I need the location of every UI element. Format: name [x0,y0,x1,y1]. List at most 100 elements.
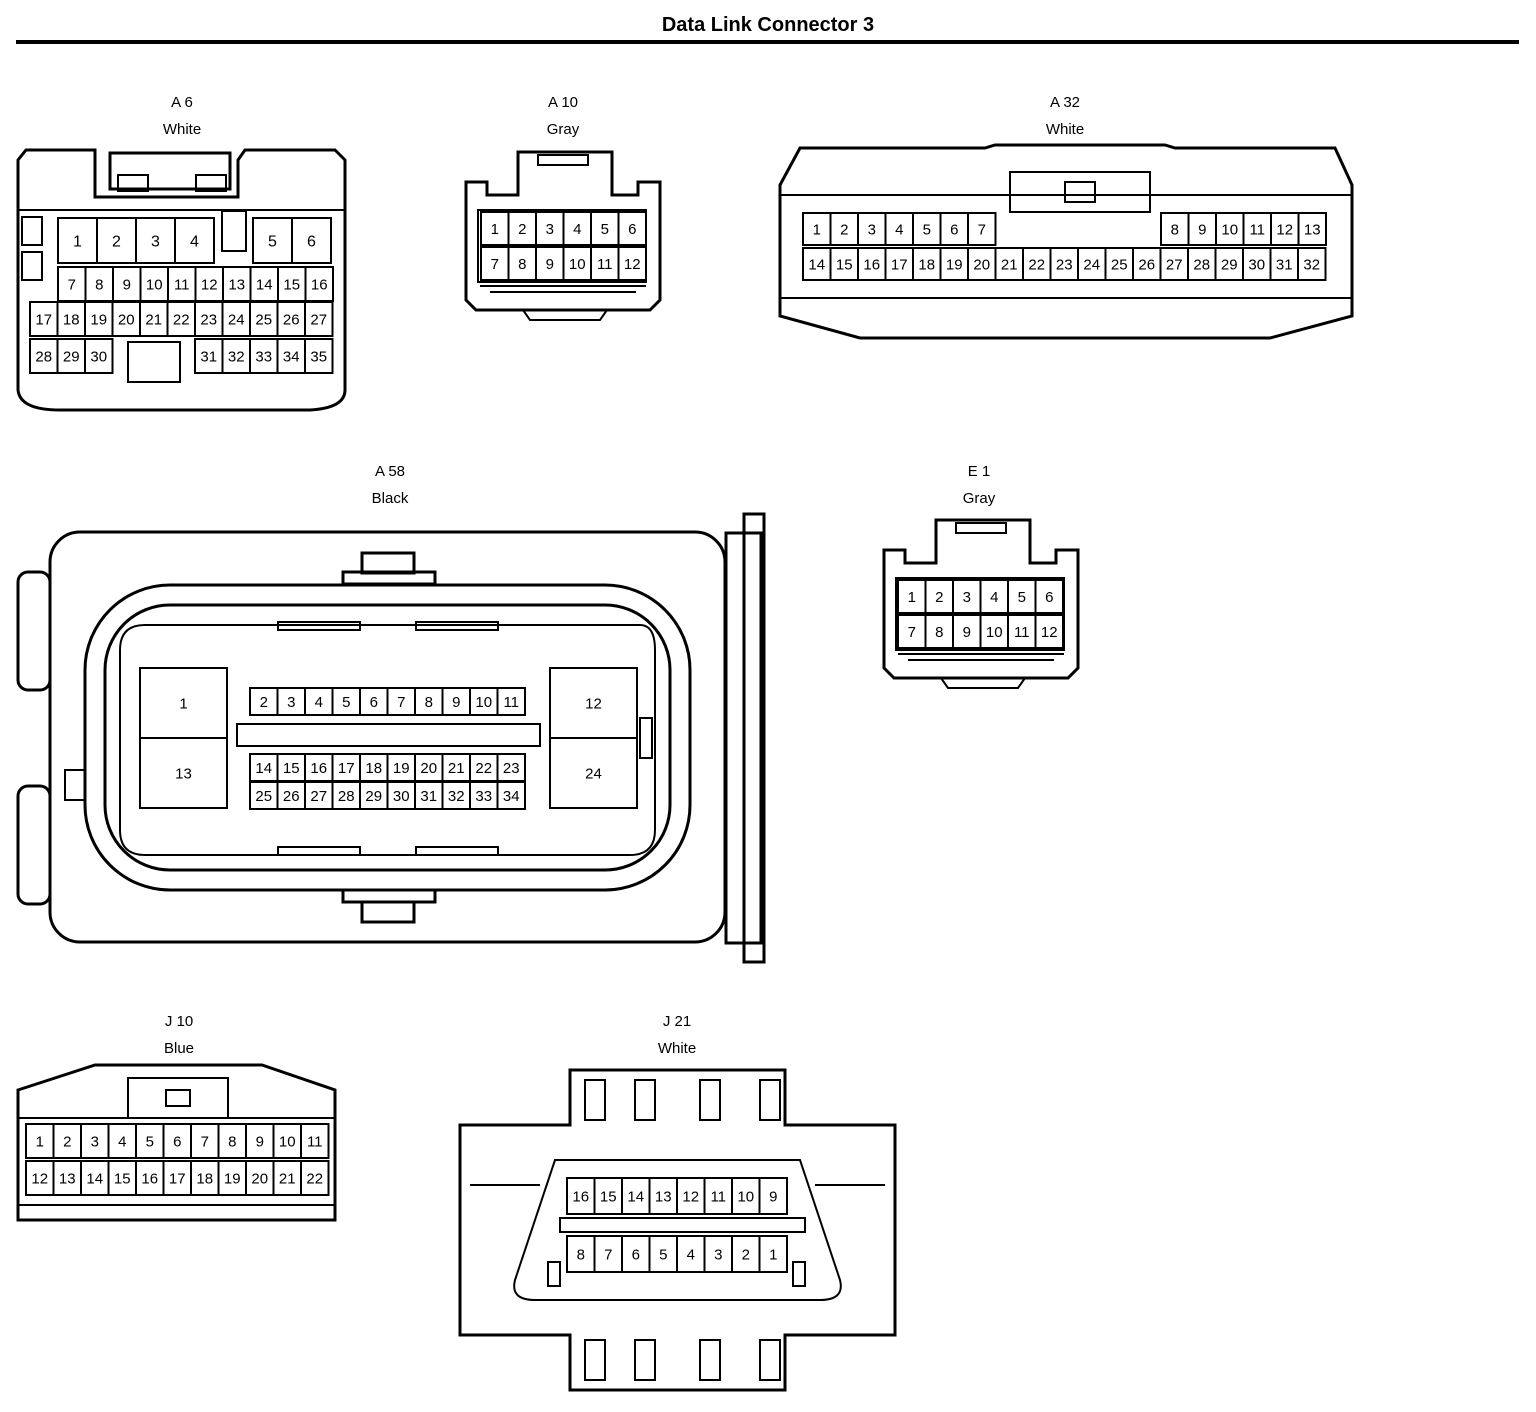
pin-number: 2 [518,221,526,238]
connector-color: White [1045,121,1085,138]
title-rule [16,40,1519,44]
pin-number: 15 [836,256,853,273]
pin-number: 24 [1083,256,1100,273]
pin-cell [758,1177,788,1215]
pin-number: 12 [201,276,218,293]
pin-number: 5 [268,233,277,250]
pin-number: 4 [573,221,581,238]
pin-number: 27 [310,788,327,805]
pin-number: 9 [546,256,554,273]
pin-number: 5 [342,694,350,711]
pin-number: 5 [659,1246,667,1263]
pin-number: 13 [228,276,245,293]
pin-number: 14 [808,256,825,273]
pin-number: 3 [546,221,554,238]
pin-cell [174,217,215,264]
pin-number: 20 [251,1170,268,1187]
pin-cell [617,211,647,246]
pin-number: 34 [503,788,520,805]
pin-cell [291,217,332,264]
caption-e1: E 1 Gray [879,458,1079,512]
pin-number: 27 [1166,256,1183,273]
pin-number: 22 [475,760,492,777]
pin-number: 9 [1198,221,1206,238]
pin-cell [967,212,997,246]
pin-number: 11 [1014,624,1030,641]
caption-a6: A 6 White [82,89,282,143]
pin-number: 29 [365,788,382,805]
pin-number: 23 [200,311,217,328]
caption-a32: A 32 White [965,89,1165,143]
connector-color: Blue [163,1040,195,1057]
pin-cell [1034,579,1064,614]
pin-cell [1297,212,1327,246]
connector-color: Gray [546,121,580,138]
pin-number: 10 [569,256,586,273]
pin-number: 2 [935,589,943,606]
pin-number: 28 [35,348,52,365]
pin-number: 3 [868,221,876,238]
pin-number: 8 [228,1133,236,1150]
connector-color: Gray [962,490,996,507]
pin-number: 19 [946,256,963,273]
pin-number: 6 [632,1246,640,1263]
pin-number: 7 [201,1133,209,1150]
pin-number: 29 [1221,256,1238,273]
connector-a58-body [16,512,766,964]
pin-number: 17 [169,1170,186,1187]
connector-color: Black [371,490,409,507]
pin-cell [304,338,334,374]
pin-number: 25 [255,311,272,328]
pin-number: 16 [141,1170,158,1187]
pin-number: 24 [585,765,602,782]
pin-number: 1 [908,589,916,606]
pin-number: 6 [628,221,636,238]
pin-cell [139,737,228,809]
pin-number: 3 [714,1246,722,1263]
pin-number: 10 [737,1188,754,1205]
pin-number: 14 [256,276,273,293]
pin-number: 8 [95,276,103,293]
pin-number: 15 [114,1170,131,1187]
pin-number: 21 [448,760,465,777]
caption-j21: J 21 White [577,1008,777,1062]
pin-number: 21 [279,1170,296,1187]
pin-number: 2 [840,221,848,238]
pin-number: 12 [624,256,641,273]
pin-number: 10 [146,276,163,293]
pin-number: 19 [393,760,410,777]
pin-number: 8 [577,1246,585,1263]
pin-number: 6 [173,1133,181,1150]
pin-number: 14 [86,1170,103,1187]
pin-number: 9 [769,1188,777,1205]
pin-number: 7 [397,694,405,711]
pin-number: 30 [1248,256,1265,273]
connector-j21-body [458,1068,897,1392]
pin-number: 17 [338,760,355,777]
connector-a32-body [778,143,1354,340]
pin-number: 2 [63,1133,71,1150]
pin-number: 17 [35,311,52,328]
connector-id: J 21 [662,1013,692,1030]
pin-number: 22 [306,1170,323,1187]
pin-number: 30 [393,788,410,805]
pin-number: 9 [963,624,971,641]
pin-number: 11 [503,694,519,711]
pin-cell [300,1123,330,1159]
pin-number: 32 [228,348,245,365]
pin-number: 7 [491,256,499,273]
connector-a6-body [16,148,347,412]
pin-number: 15 [600,1188,617,1205]
pin-number: 13 [655,1188,672,1205]
pin-number: 22 [1028,256,1045,273]
pin-number: 4 [687,1246,695,1263]
pin-cell [304,301,334,337]
pin-number: 26 [283,311,300,328]
pin-number: 11 [597,256,613,273]
pin-number: 35 [310,348,327,365]
pin-number: 21 [1001,256,1018,273]
pin-number: 25 [255,788,272,805]
pin-number: 2 [260,694,268,711]
